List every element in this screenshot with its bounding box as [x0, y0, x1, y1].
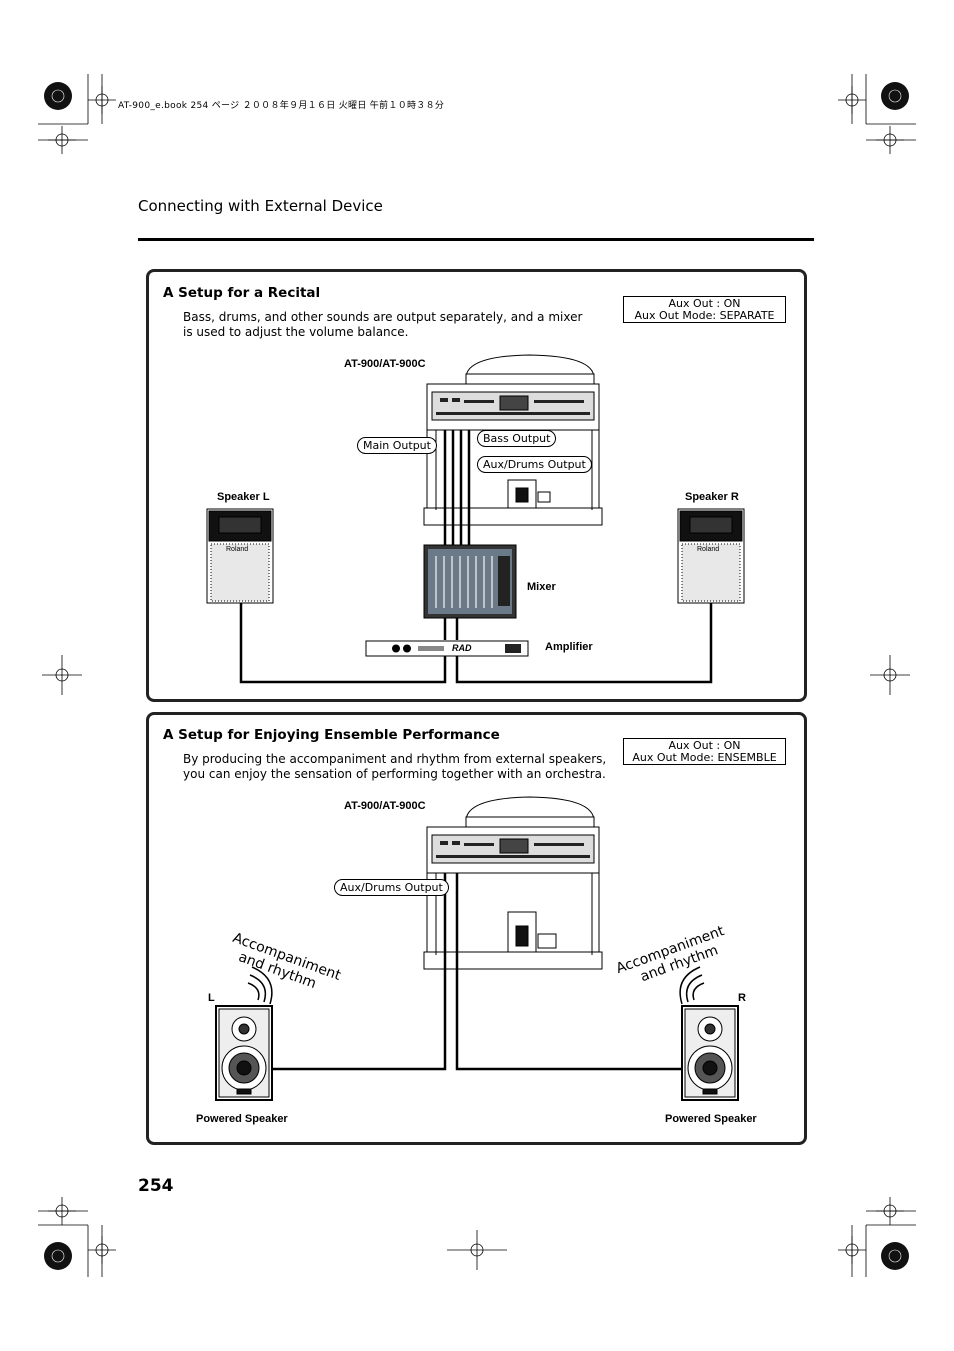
aux-out-setting: Aux Out : ON [668, 297, 741, 310]
speaker-left-label: Speaker L [217, 491, 270, 503]
recital-description: Bass, drums, and other sounds are output… [183, 310, 582, 340]
aux-out-mode-setting: Aux Out Mode: ENSEMBLE [632, 751, 777, 764]
ensemble-description-line: By producing the accompaniment and rhyth… [183, 752, 607, 766]
aux-out-mode-setting: Aux Out Mode: SEPARATE [634, 309, 775, 322]
ensemble-description-line: you can enjoy the sensation of performin… [183, 767, 606, 781]
recital-panel [146, 269, 807, 702]
organ-icon [423, 796, 603, 970]
speaker-right-label: Speaker R [685, 491, 739, 503]
amplifier-label: Amplifier [545, 641, 593, 653]
recital-instrument-label: AT-900/AT-900C [344, 358, 426, 370]
ensemble-instrument-label: AT-900/AT-900C [344, 800, 426, 812]
channel-left-label: L [208, 992, 215, 1004]
bass-output-label: Bass Output [477, 430, 557, 447]
recital-description-line: is used to adjust the volume balance. [183, 325, 409, 339]
aux-drums-output-label: Aux/Drums Output [477, 456, 592, 473]
recital-title: A Setup for a Recital [163, 285, 321, 301]
powered-speaker-left-label: Powered Speaker [196, 1113, 288, 1125]
ensemble-panel [146, 712, 807, 1145]
mixer-label: Mixer [527, 581, 556, 593]
recital-description-line: Bass, drums, and other sounds are output… [183, 310, 583, 324]
page-number: 254 [138, 1176, 174, 1196]
speaker-right-brand: Roland [697, 546, 720, 553]
mixer-icon [423, 544, 517, 619]
speaker-right-icon [677, 508, 745, 604]
section-header: Connecting with External Device [138, 197, 383, 215]
ensemble-aux-drums-output-label: Aux/Drums Output [334, 879, 449, 896]
channel-right-label: R [738, 992, 746, 1004]
powered-speaker-left-icon [215, 1005, 273, 1101]
print-slug: AT-900_e.book 254 ページ ２００８年９月１６日 火曜日 午前１… [118, 101, 445, 111]
amplifier-icon [365, 640, 529, 657]
speaker-left-brand: Roland [226, 546, 249, 553]
powered-speaker-right-icon [681, 1005, 739, 1101]
amplifier-brand: RAD [452, 643, 472, 653]
aux-out-setting: Aux Out : ON [668, 739, 741, 752]
ensemble-description: By producing the accompaniment and rhyth… [183, 752, 606, 782]
powered-speaker-right-label: Powered Speaker [665, 1113, 757, 1125]
ensemble-title: A Setup for Enjoying Ensemble Performanc… [163, 727, 500, 743]
speaker-left-icon [206, 508, 274, 604]
ensemble-settings-box: Aux Out : ON Aux Out Mode: ENSEMBLE [623, 738, 786, 765]
main-output-label: Main Output [357, 437, 437, 454]
header-rule [138, 238, 814, 241]
recital-settings-box: Aux Out : ON Aux Out Mode: SEPARATE [623, 296, 786, 323]
